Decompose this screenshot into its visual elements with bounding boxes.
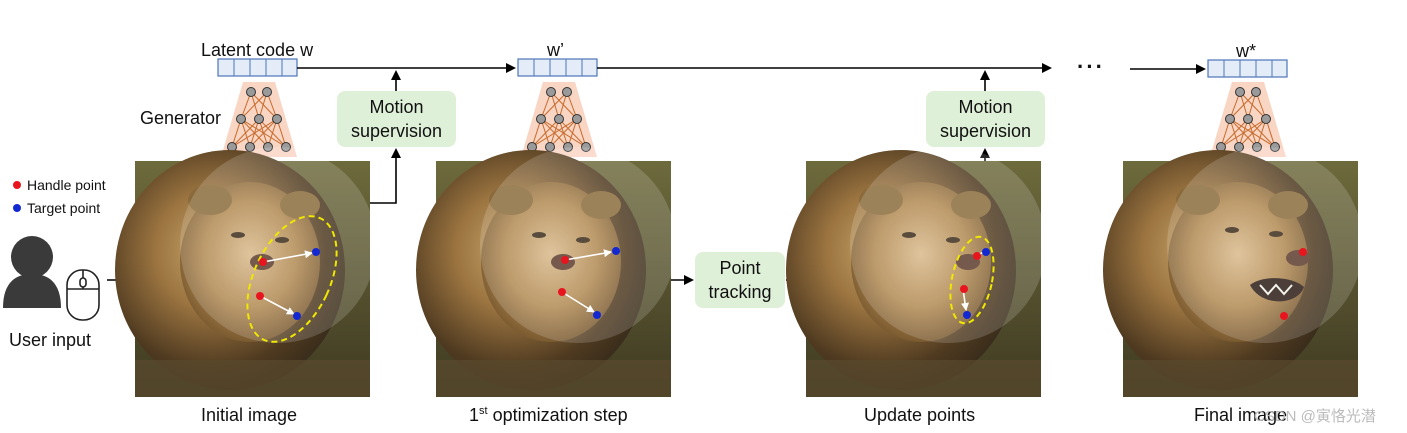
point-tracking-box: Point tracking: [695, 252, 785, 308]
generator-network-3: [1209, 81, 1287, 158]
generator-network-2: [520, 81, 598, 158]
latent-code-w-star-label: w*: [1236, 41, 1257, 61]
caption-final-image: Final image: [1194, 405, 1288, 425]
motion-supervision-box-2: Motion supervision: [926, 91, 1045, 147]
legend-handle-point: Handle point: [13, 176, 106, 194]
motion-box-line1: Motion: [958, 97, 1013, 117]
tracking-box-line2: tracking: [708, 282, 772, 302]
handle-point-label: Handle point: [27, 177, 106, 193]
caption-optimization-step: 1st optimization step: [469, 404, 628, 426]
caption-step-number: 1: [469, 405, 480, 425]
motion-box-line2: supervision: [350, 121, 443, 141]
final-image: [1103, 147, 1363, 397]
optimization-step-image: [416, 147, 676, 397]
handle-point-swatch: [13, 181, 21, 189]
latent-code-w-star: [1207, 59, 1288, 78]
tracking-box-line1: Point: [719, 258, 761, 278]
motion-supervision-box-1: Motion supervision: [337, 91, 456, 147]
motion-box-line1: Motion: [369, 97, 424, 117]
latent-code-w: [217, 58, 298, 77]
initial-image: [115, 147, 376, 397]
generator-network-1: [221, 82, 297, 157]
motion-box-line2: supervision: [939, 121, 1032, 141]
caption-initial-image: Initial image: [201, 405, 298, 425]
target-point-label: Target point: [27, 200, 101, 216]
generator-label: Generator: [140, 108, 222, 128]
user-icon: [3, 236, 61, 308]
latent-code-w-prime-label: w’: [547, 40, 564, 60]
target-point-swatch: [13, 204, 21, 212]
latent-code-w-prime: [517, 58, 598, 77]
caption-update-points: Update points: [864, 405, 976, 425]
caption-step-text: optimization step: [487, 405, 628, 425]
user-input-label: User input: [9, 330, 92, 350]
update-points-image: [786, 147, 1046, 397]
latent-code-w-label: Latent code w: [201, 40, 314, 60]
legend-target-point: Target point: [13, 199, 100, 217]
mouse-icon: [66, 269, 100, 321]
ellipsis: ···: [1077, 54, 1105, 79]
watermark: CSDN @寅恪光潜: [1254, 408, 1376, 425]
caption-step-suffix: st: [479, 405, 488, 417]
